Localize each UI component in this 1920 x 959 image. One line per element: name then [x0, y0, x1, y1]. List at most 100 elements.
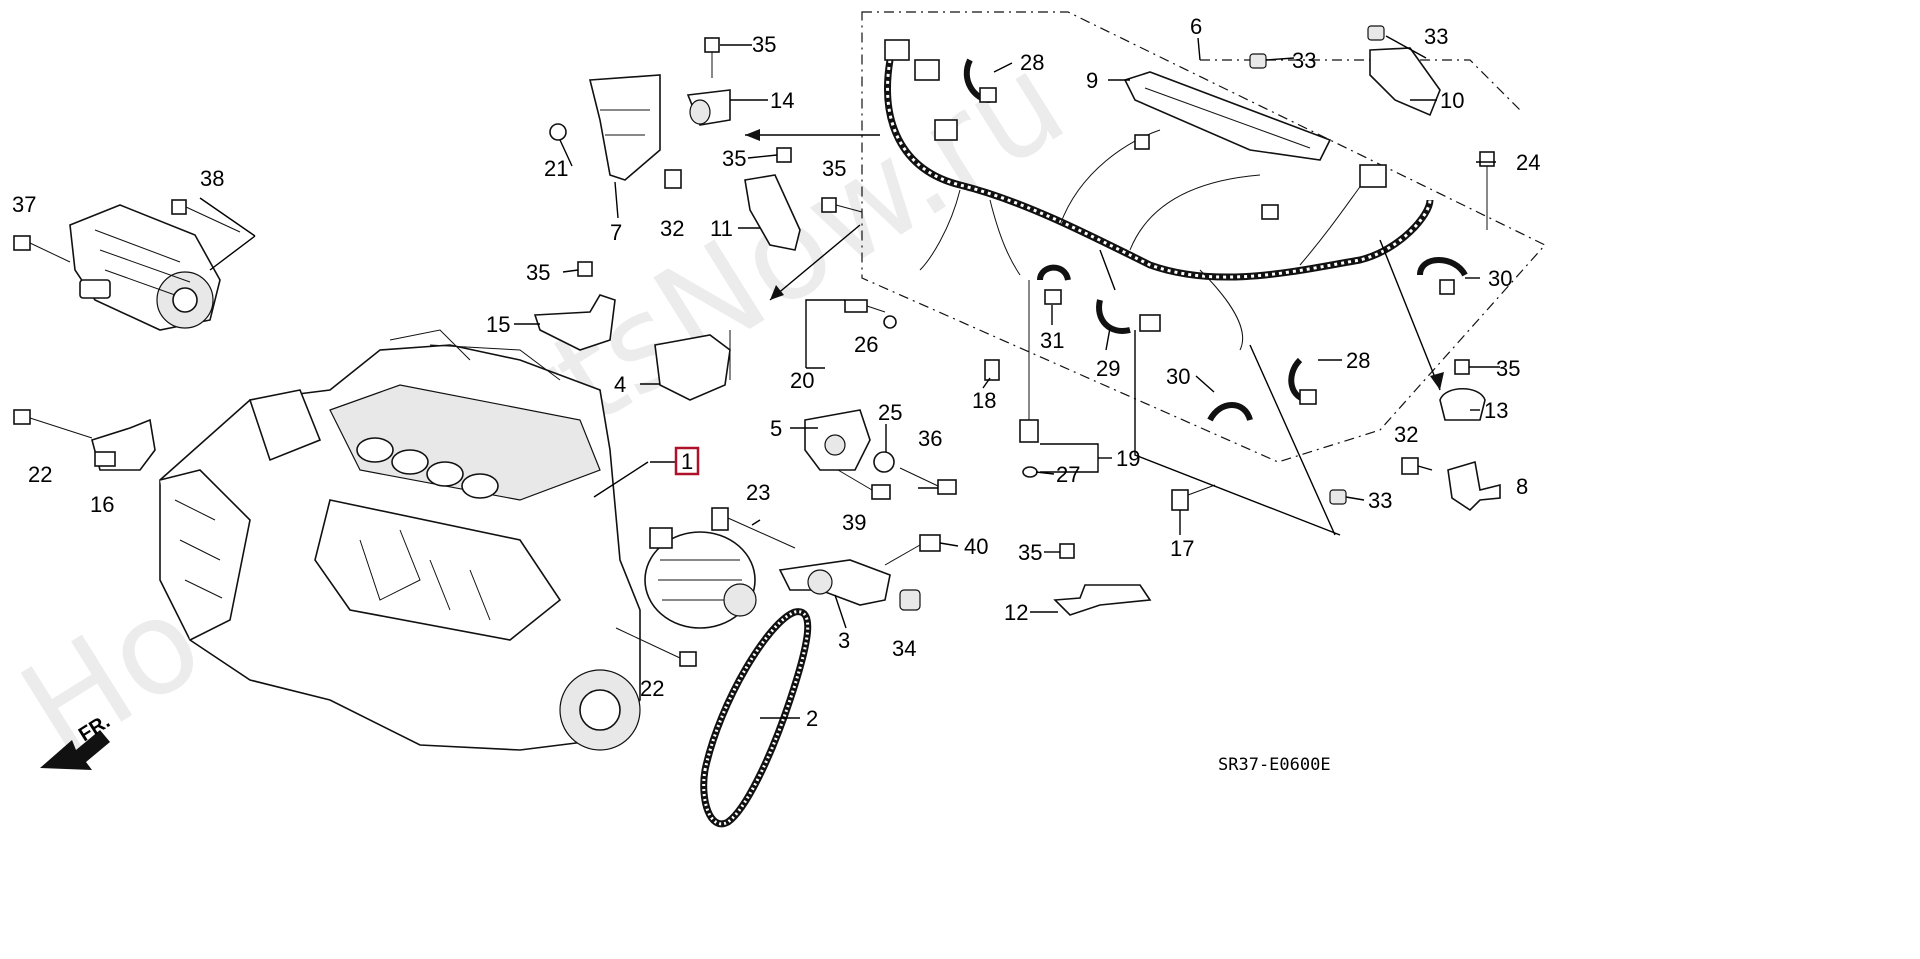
starter-motor[interactable]	[69, 204, 221, 331]
callout-37[interactable]: 37	[12, 192, 36, 217]
callout-33-mid[interactable]: 33	[1292, 48, 1316, 73]
sensor-18[interactable]	[984, 359, 1000, 381]
engine-bracket-7[interactable]	[588, 74, 661, 181]
clip-13[interactable]	[1439, 388, 1486, 421]
callout-2[interactable]: 2	[806, 706, 818, 731]
callout-36[interactable]: 36	[918, 426, 942, 451]
callout-22-left[interactable]: 22	[28, 462, 52, 487]
callout-28-top[interactable]: 28	[1020, 50, 1044, 75]
bolt-35-e[interactable]	[1454, 359, 1470, 375]
clip-28-right[interactable]	[1288, 357, 1317, 405]
callout-5[interactable]: 5	[770, 416, 782, 441]
bolt-36[interactable]	[899, 467, 957, 495]
callout-3[interactable]: 3	[838, 628, 850, 653]
callout-40[interactable]: 40	[964, 534, 988, 559]
callout-21[interactable]: 21	[544, 156, 568, 181]
callout-16[interactable]: 16	[90, 492, 114, 517]
bolt-39[interactable]	[837, 469, 891, 500]
nut-33-top[interactable]	[1367, 25, 1385, 41]
bolt-35-a[interactable]	[704, 37, 720, 78]
washer-21[interactable]	[549, 123, 567, 141]
bolt-37[interactable]	[13, 235, 71, 263]
callout-35-e[interactable]: 35	[1496, 356, 1520, 381]
alternator[interactable]	[644, 527, 757, 629]
washer-26[interactable]	[883, 315, 897, 329]
callout-31[interactable]: 31	[1040, 328, 1064, 353]
wire-harness[interactable]	[884, 39, 1434, 351]
nut-33-bottom[interactable]	[1329, 489, 1347, 505]
callout-27[interactable]: 27	[1056, 462, 1080, 487]
sensor-20[interactable]	[844, 299, 886, 313]
washer-25[interactable]	[873, 451, 895, 473]
callout-30-bottom[interactable]: 30	[1166, 364, 1190, 389]
sensor-19[interactable]	[1019, 280, 1039, 443]
clip-28-top[interactable]	[963, 58, 997, 103]
callout-39[interactable]: 39	[842, 510, 866, 535]
callout-35-b[interactable]: 35	[722, 146, 746, 171]
bolt-32-top[interactable]	[664, 169, 682, 189]
bolt-35-d[interactable]	[577, 261, 593, 277]
bolt-32-right[interactable]	[1401, 457, 1419, 475]
callout-32-top[interactable]: 32	[660, 216, 684, 241]
alternator-bracket-3[interactable]	[778, 559, 891, 606]
bolt-35-b[interactable]	[776, 147, 792, 163]
bracket-14[interactable]	[686, 89, 731, 126]
callout-14[interactable]: 14	[770, 88, 794, 113]
clip-30-right[interactable]	[1417, 257, 1468, 295]
callout-11[interactable]: 11	[710, 216, 733, 241]
nut-34[interactable]	[899, 589, 921, 611]
bolt-22-left[interactable]	[13, 409, 93, 439]
bracket-11[interactable]	[744, 174, 801, 251]
callout-6[interactable]: 6	[1190, 14, 1202, 39]
bracket-4[interactable]	[654, 330, 731, 401]
callout-10[interactable]: 10	[1440, 88, 1464, 113]
sensor-17[interactable]	[1171, 484, 1216, 511]
clip-29[interactable]	[1096, 299, 1131, 334]
callout-33-bottom[interactable]: 33	[1368, 488, 1392, 513]
callout-30-right[interactable]: 30	[1488, 266, 1512, 291]
callout-12[interactable]: 12	[1004, 600, 1028, 625]
callout-29[interactable]: 29	[1096, 356, 1120, 381]
washer-27[interactable]	[1022, 466, 1038, 478]
bolt-35-c[interactable]	[821, 197, 863, 213]
callout-35-c[interactable]: 35	[822, 156, 846, 181]
callout-22-right[interactable]: 22	[640, 676, 664, 701]
callout-20[interactable]: 20	[790, 368, 814, 393]
callout-24[interactable]: 24	[1516, 150, 1540, 175]
bracket-5[interactable]	[804, 409, 871, 471]
callout-18[interactable]: 18	[972, 388, 996, 413]
callout-28-right[interactable]: 28	[1346, 348, 1370, 373]
callout-35-f[interactable]: 35	[1018, 540, 1042, 565]
bolt-24[interactable]	[1479, 151, 1495, 230]
callout-34[interactable]: 34	[892, 636, 916, 661]
bracket-16[interactable]	[91, 418, 156, 471]
callout-15[interactable]: 15	[486, 312, 510, 337]
callout-33-top[interactable]: 33	[1424, 24, 1448, 49]
bolt-35-f[interactable]	[1059, 543, 1075, 559]
callout-7[interactable]: 7	[610, 220, 622, 245]
callout-32-right[interactable]: 32	[1394, 422, 1418, 447]
harness-cover-9[interactable]	[1123, 71, 1332, 161]
callout-8[interactable]: 8	[1516, 474, 1528, 499]
callout-13[interactable]: 13	[1484, 398, 1508, 423]
callout-17[interactable]: 17	[1170, 536, 1194, 561]
stay-8[interactable]	[1447, 460, 1501, 512]
clip-30-bottom[interactable]	[1207, 402, 1253, 422]
callout-19[interactable]: 19	[1116, 446, 1140, 471]
callout-35-d[interactable]: 35	[526, 260, 550, 285]
bolt-23[interactable]	[711, 507, 796, 549]
callout-9[interactable]: 9	[1086, 68, 1098, 93]
nut-33-mid[interactable]	[1249, 53, 1267, 69]
callout-23[interactable]: 23	[746, 480, 770, 505]
clip-10[interactable]	[1369, 47, 1441, 117]
stay-12[interactable]	[1053, 584, 1152, 616]
bolt-38[interactable]	[171, 199, 241, 233]
engine-assembly[interactable]	[159, 329, 641, 751]
callout-1-highlight[interactable]: 1	[674, 446, 700, 476]
callout-35-a[interactable]: 35	[752, 32, 776, 57]
callout-38[interactable]: 38	[200, 166, 224, 191]
bolt-40[interactable]	[884, 534, 941, 566]
bolt-22-right[interactable]	[615, 627, 697, 667]
clip-31[interactable]	[1037, 264, 1071, 305]
bracket-15[interactable]	[533, 294, 616, 351]
